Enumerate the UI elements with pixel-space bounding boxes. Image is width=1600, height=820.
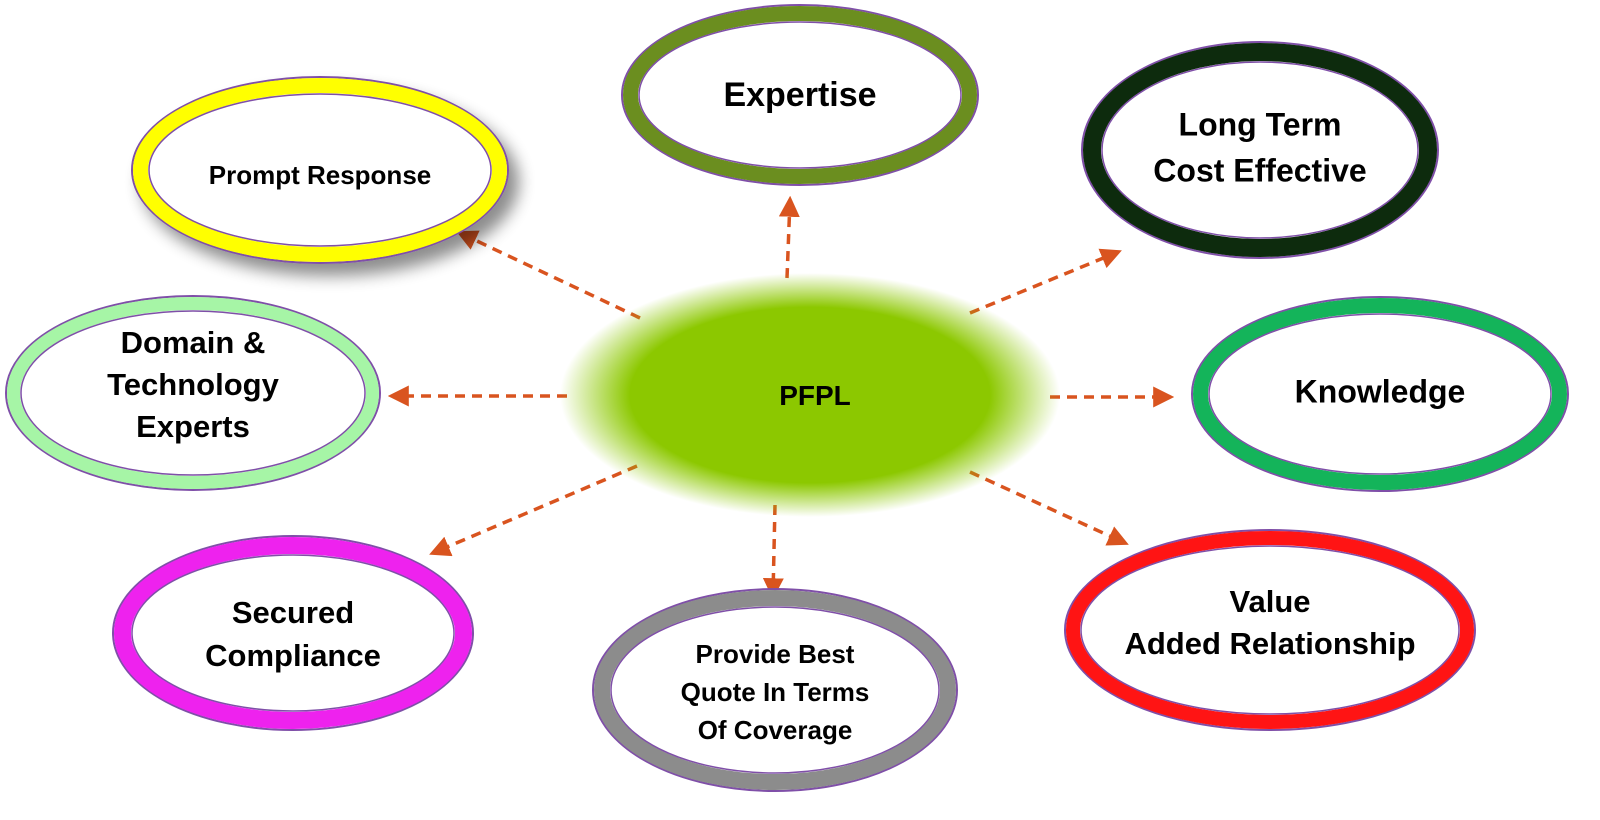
node-label-line: Of Coverage <box>698 715 853 745</box>
connector-arrows <box>387 195 1175 600</box>
node-ring <box>133 78 507 262</box>
node-inner-fill <box>1101 61 1419 239</box>
node-label-line: Expertise <box>723 76 876 114</box>
hub-ellipse <box>560 273 1060 517</box>
node-label: Expertise <box>723 76 876 114</box>
node-label-line: Quote In Terms <box>681 677 870 707</box>
node-inner-fill <box>1080 545 1460 715</box>
node-label-line: Prompt Response <box>209 160 432 190</box>
hub-label: PFPL <box>779 380 851 411</box>
node-label-line: Compliance <box>205 638 381 673</box>
connector-arrow-2 <box>969 248 1122 315</box>
node-expertise: Expertise <box>621 4 979 186</box>
node-ring <box>594 590 956 790</box>
node-knowledge: Knowledge <box>1191 296 1569 492</box>
node-label: Prompt Response <box>209 160 432 190</box>
node-inner-fill <box>131 554 455 712</box>
node-label-line: Long Term <box>1179 106 1342 142</box>
node-inner-fill <box>20 310 366 476</box>
connector-arrow-5 <box>762 504 784 600</box>
node-ring <box>1083 43 1437 257</box>
node-ring <box>7 297 379 489</box>
node-label-line: Domain & <box>121 325 266 360</box>
node-label-line: Provide Best <box>696 639 855 669</box>
node-ring <box>623 6 977 184</box>
node-label-line: Experts <box>136 409 250 444</box>
node-inner-fill <box>148 93 492 247</box>
node-label-line: Added Relationship <box>1124 626 1415 661</box>
node-ring <box>1193 298 1567 490</box>
node-inner-fill <box>638 21 962 169</box>
node-ring <box>1066 531 1474 729</box>
connector-arrow-6 <box>429 464 638 557</box>
node-prompt-response: Prompt Response <box>131 76 509 264</box>
connector-arrow-8 <box>456 230 641 320</box>
connector-arrow-1 <box>778 195 800 279</box>
connector-arrow-4 <box>969 470 1129 546</box>
node-label: Knowledge <box>1295 373 1466 409</box>
node-label-line: Technology <box>107 367 279 402</box>
node-inner-fill <box>1208 313 1552 475</box>
node-label-line: Knowledge <box>1295 373 1466 409</box>
node-label-line: Secured <box>232 595 354 630</box>
node-label-line: Cost Effective <box>1153 152 1366 188</box>
node-inner-fill <box>610 606 940 774</box>
node-ring <box>114 537 472 729</box>
hub-node: PFPL <box>560 273 1060 517</box>
node-label-line: Value <box>1230 584 1311 619</box>
